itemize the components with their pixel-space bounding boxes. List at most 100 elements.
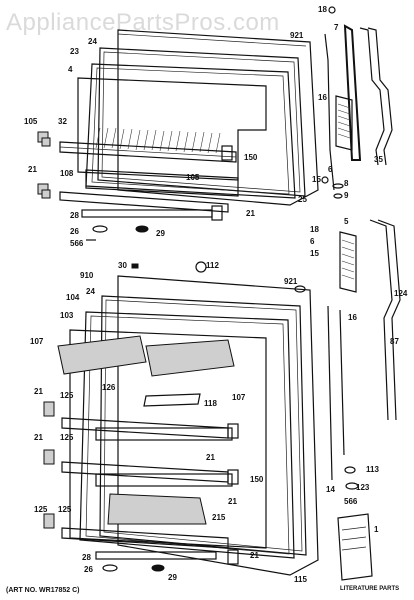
callout: 15: [312, 175, 321, 184]
callout: 150: [244, 153, 258, 162]
part-26-lower: [102, 564, 118, 572]
callout: 30: [118, 261, 127, 270]
callout: 921: [290, 31, 304, 40]
callout: 105: [24, 117, 38, 126]
tray-118: [143, 393, 201, 407]
part-9: [333, 193, 343, 199]
callout: 16: [318, 93, 327, 102]
callout: 32: [58, 117, 67, 126]
callout: 28: [70, 211, 79, 220]
callout: 107: [30, 337, 44, 346]
callout: 125: [60, 433, 74, 442]
callout: 21: [228, 497, 237, 506]
callout: 105: [186, 173, 200, 182]
ff-shelf-bar-2: [61, 461, 229, 483]
part-112: [195, 261, 207, 273]
freezer-shelf-hatching: [95, 127, 221, 154]
callout: 108: [60, 169, 74, 178]
freezer-lower-shelf: [85, 169, 239, 197]
rail-35: [359, 27, 385, 166]
callout: 9: [344, 191, 349, 200]
callout: 104: [66, 293, 80, 302]
callout: 29: [156, 229, 165, 238]
callout: 4: [68, 65, 73, 74]
part-26: [92, 225, 108, 233]
callout: 921: [284, 277, 298, 286]
callout: 6: [310, 237, 315, 246]
freezer-door-liner: [85, 63, 296, 199]
part-123: [345, 482, 359, 490]
callout: 21: [250, 551, 259, 560]
part-921: [294, 285, 306, 293]
part-8: [332, 183, 344, 189]
part-callouts: 18 7 24 921 23 4 105 32 16 6 8 9 150 15 …: [24, 5, 408, 584]
literature-label: LITERATURE PARTS: [340, 586, 399, 592]
bottom-bin-215: [107, 493, 207, 525]
callout: 23: [70, 47, 79, 56]
callout: 215: [212, 513, 226, 522]
callout: 112: [206, 261, 219, 270]
callout: 35: [374, 155, 383, 164]
end-cap-21: [211, 205, 223, 221]
literature-parts: LITERATURE PARTS: [337, 513, 399, 592]
freezer-door-assembly: [37, 6, 393, 241]
callout: 25: [298, 195, 307, 204]
callout: 125: [34, 505, 48, 514]
ff-door-inner-recess: [69, 329, 267, 549]
clip-21-c: [43, 513, 55, 529]
part-29: [135, 225, 149, 233]
callout: 21: [246, 209, 255, 218]
callout: 123: [356, 483, 370, 492]
callout: 18: [318, 5, 327, 14]
cap-right-2: [227, 469, 239, 485]
end-cap-upper: [221, 145, 233, 161]
freezer-door-gasket: [97, 47, 306, 197]
shelf-support-21: [37, 183, 51, 199]
screw-15: [321, 176, 329, 184]
shelf-support-105: [37, 131, 51, 147]
callout: 125: [60, 391, 74, 400]
callout: 87: [390, 337, 399, 346]
callout: 103: [60, 311, 74, 320]
cap-right-3: [227, 549, 239, 565]
callout: 150: [250, 475, 264, 484]
ff-door-gasket: [99, 295, 307, 556]
callout: 15: [310, 249, 319, 258]
rail-35-inner: [367, 27, 393, 166]
callout: 24: [88, 37, 97, 46]
ff-shelf-bar-3: [61, 527, 229, 549]
callout: 26: [84, 565, 93, 574]
rail-lower-124: [369, 219, 393, 421]
callout: 21: [28, 165, 37, 174]
freezer-shelf-bar-32: [59, 141, 237, 163]
callout: 126: [102, 383, 116, 392]
fresh-food-door-assembly: LITERATURE PARTS: [43, 219, 401, 592]
rail-lower-14: [327, 305, 333, 481]
rail-7: [343, 24, 362, 161]
hinge-bracket: [335, 95, 353, 151]
lower-hinge-bracket: [339, 231, 357, 293]
shelf-rack-1: [95, 427, 233, 441]
callout: 107: [232, 393, 246, 402]
callout: 910: [80, 271, 94, 280]
callout: 21: [206, 453, 215, 462]
ff-door-liner: [79, 311, 295, 559]
part-30: [131, 263, 139, 269]
ff-trim-28: [95, 551, 217, 560]
callout: 7: [334, 23, 339, 32]
callout: 21: [34, 433, 43, 442]
freezer-door-inner-recess: [77, 77, 267, 181]
freezer-trim-28: [81, 209, 213, 218]
butter-door-right: [145, 339, 235, 377]
callout: 113: [366, 465, 379, 474]
callout: 18: [310, 225, 319, 234]
callout: 24: [86, 287, 95, 296]
callout: 124: [394, 289, 408, 298]
part-29-lower: [151, 564, 165, 572]
callout: 6: [328, 165, 333, 174]
callout: 8: [344, 179, 349, 188]
callout: 28: [82, 553, 91, 562]
cap-right-1: [227, 423, 239, 439]
